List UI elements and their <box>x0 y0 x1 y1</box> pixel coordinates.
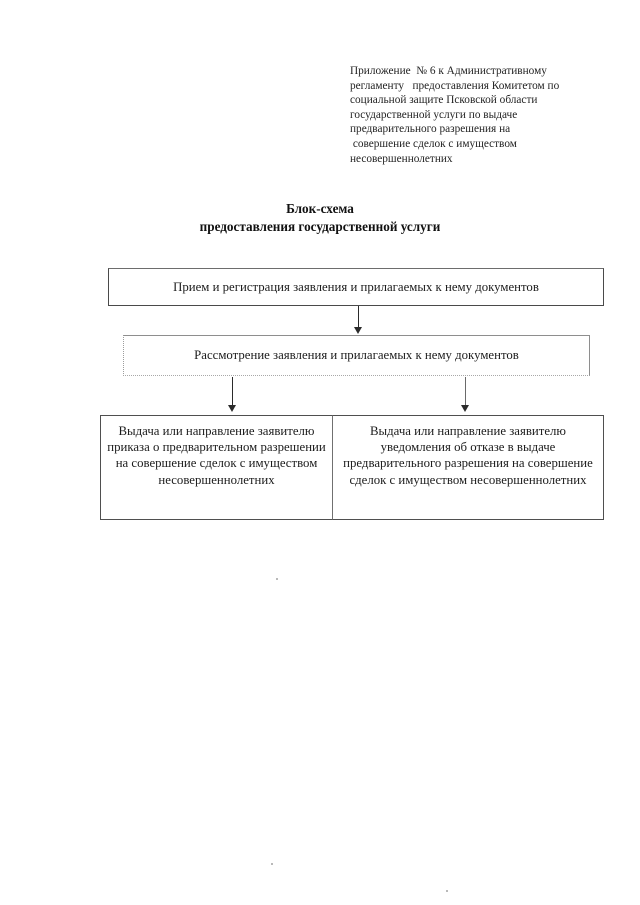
header-note-line-7: несовершеннолетних <box>350 152 453 165</box>
connector-intake-to-review <box>358 306 359 328</box>
page-title: Блок-схема предоставления государственно… <box>0 200 640 235</box>
arrowhead-review-to-approve <box>228 405 236 412</box>
flow-node-approve-label: Выдача или направление заявителю приказа… <box>107 424 326 487</box>
scan-speck <box>276 578 278 580</box>
header-note-line-2: регламенту предоставления Комитетом по <box>350 79 560 92</box>
page-title-line-1: Блок-схема <box>286 201 354 216</box>
flow-node-approve: Выдача или направление заявителю приказа… <box>100 415 333 520</box>
arrowhead-intake-to-review <box>354 327 362 334</box>
scan-speck <box>271 863 273 865</box>
arrowhead-review-to-refuse <box>461 405 469 412</box>
flow-node-intake-label: Прием и регистрация заявления и прилагае… <box>173 279 539 294</box>
header-note-line-6: совершение сделок с имуществом <box>350 137 517 150</box>
header-note-line-5: предварительного разрешения на <box>350 123 511 136</box>
header-note: Приложение № 6 к Административному регла… <box>350 64 600 166</box>
header-note-line-1: Приложение № 6 к Административному <box>350 65 547 77</box>
connector-review-to-approve <box>232 377 233 406</box>
connector-review-to-refuse <box>465 377 466 406</box>
flow-node-refuse-label: Выдача или направление заявителю уведомл… <box>343 424 593 487</box>
header-note-line-3: социальной защите Псковской области <box>350 94 538 107</box>
flow-node-intake: Прием и регистрация заявления и прилагае… <box>108 268 604 306</box>
scan-speck <box>446 890 448 892</box>
page-title-line-2: предоставления государственной услуги <box>199 218 441 234</box>
flow-node-review-label: Рассмотрение заявления и прилагаемых к н… <box>194 348 519 363</box>
flow-node-refuse: Выдача или направление заявителю уведомл… <box>333 415 604 520</box>
header-note-line-4: государственной услуги по выдаче <box>350 108 518 121</box>
flow-node-review: Рассмотрение заявления и прилагаемых к н… <box>123 335 590 376</box>
